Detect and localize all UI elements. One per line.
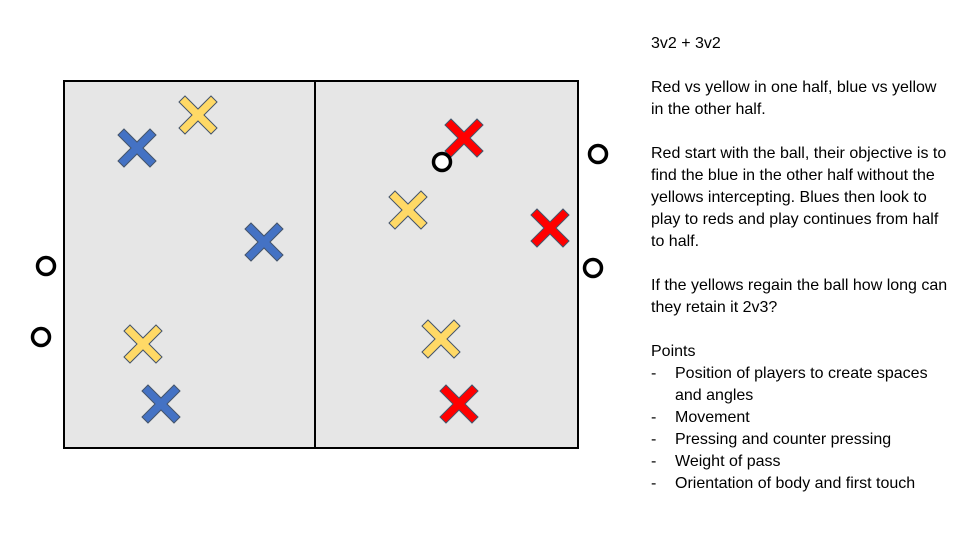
yellow-player-marker <box>178 95 218 135</box>
blue-player-marker <box>141 384 181 424</box>
blue-player-marker <box>244 222 284 262</box>
yellow-player-marker <box>421 319 461 359</box>
session-title: 3v2 + 3v2 <box>651 35 721 52</box>
point-item: -Movement <box>651 409 750 426</box>
red-player-marker <box>439 384 479 424</box>
blue-player-marker <box>117 128 157 168</box>
description-2: Red start with the ball, their objective… <box>651 145 947 250</box>
points-list: -Position of players to create spaces an… <box>651 363 951 495</box>
pitch <box>63 80 579 449</box>
cone-marker <box>587 143 609 165</box>
cone-marker <box>582 257 604 279</box>
cone-marker <box>431 151 453 173</box>
cone-marker <box>35 255 57 277</box>
cone-marker <box>30 326 52 348</box>
session-notes: 3v2 + 3v2 Red vs yellow in one half, blu… <box>651 33 951 495</box>
points-heading: Points <box>651 343 696 360</box>
pitch-diagram <box>30 80 609 449</box>
point-item: -Weight of pass <box>651 453 781 470</box>
yellow-player-marker <box>388 190 428 230</box>
description-1: Red vs yellow in one half, blue vs yello… <box>651 79 937 118</box>
point-item: -Pressing and counter pressing <box>651 431 892 448</box>
point-item: -Position of players to create spaces an… <box>651 365 928 404</box>
yellow-player-marker <box>123 324 163 364</box>
red-player-marker <box>530 208 570 248</box>
description-3: If the yellows regain the ball how long … <box>651 277 948 316</box>
point-item: -Orientation of body and first touch <box>651 475 916 492</box>
red-player-marker <box>444 118 484 158</box>
